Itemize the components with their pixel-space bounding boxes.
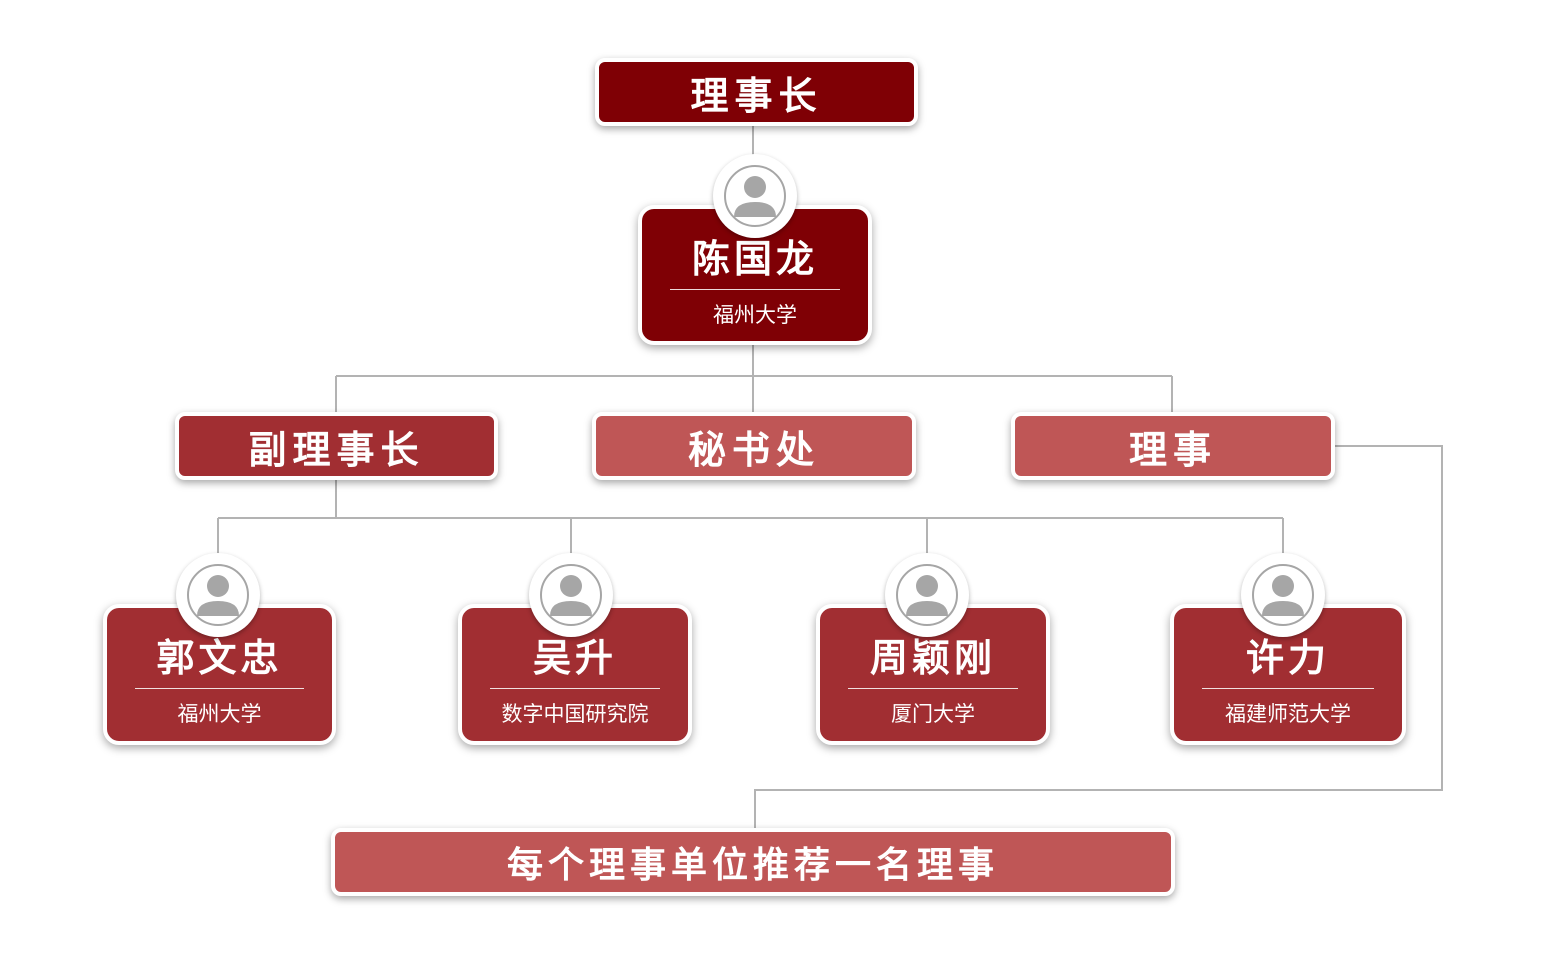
person-name: 许力 — [1245, 636, 1330, 680]
person-org: 福州大学 — [177, 702, 262, 726]
chairman-name: 陈国龙 — [691, 237, 818, 281]
person-org: 福建师范大学 — [1225, 702, 1351, 726]
divider — [848, 688, 1018, 689]
vice-chairman-box: 副理事长 — [175, 412, 498, 480]
divider — [670, 289, 840, 290]
vice-chairman-label: 副理事长 — [248, 427, 425, 472]
person-org: 数字中国研究院 — [501, 702, 649, 726]
director-rule: 每个理事单位推荐一名理事 — [506, 845, 999, 886]
directors-box: 理事 — [1011, 412, 1335, 480]
person-avatar-icon — [176, 553, 260, 637]
person-name: 郭文忠 — [156, 636, 283, 680]
person-org: 厦门大学 — [891, 702, 975, 726]
divider — [135, 688, 304, 689]
person-name: 吴升 — [532, 636, 617, 680]
divider — [1202, 688, 1374, 689]
connector-directors-to-rule — [754, 445, 1443, 830]
divider — [490, 688, 660, 689]
secretariat-box: 秘书处 — [592, 412, 916, 480]
secretariat-label: 秘书处 — [687, 427, 820, 472]
chairman-org: 福州大学 — [713, 303, 797, 327]
chairman-title-box: 理事长 — [595, 58, 918, 126]
person-avatar-icon — [713, 154, 797, 238]
directors-label: 理事 — [1128, 427, 1217, 472]
person-avatar-icon — [529, 553, 613, 637]
chairman-title: 理事长 — [690, 73, 823, 118]
person-name: 周颖刚 — [869, 636, 996, 680]
person-avatar-icon — [1241, 553, 1325, 637]
person-avatar-icon — [885, 553, 969, 637]
vice-chairman-card: 郭文忠 福州大学 — [103, 604, 336, 745]
director-rule-box: 每个理事单位推荐一名理事 — [331, 828, 1175, 896]
